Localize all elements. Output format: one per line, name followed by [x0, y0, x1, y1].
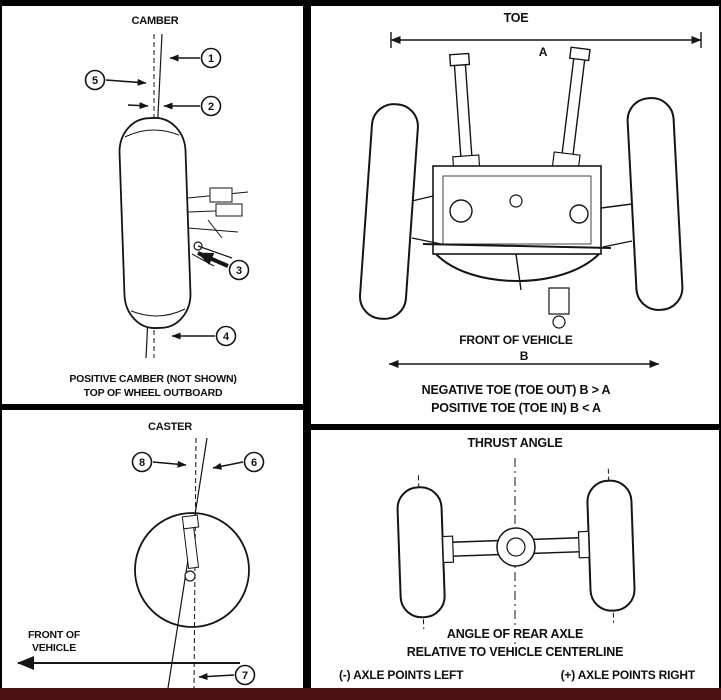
thrust-title: THRUST ANGLE: [467, 436, 562, 450]
toe-right-strut: [551, 46, 591, 172]
left-axle-flange: [441, 535, 455, 564]
caster-diagram: CASTER 8 6: [17, 421, 265, 688]
thrust-angle-diagram: THRUST ANGLE ANGLE OF REAR AXLE RELATIVE…: [339, 436, 696, 682]
camber-callout-2: 2: [127, 95, 222, 117]
camber-caption-line2: TOP OF WHEEL OUTBOARD: [84, 387, 223, 399]
thrust-right-tire: [586, 479, 636, 612]
bottom-color-bar: [0, 688, 721, 700]
camber-callout-1: 1: [169, 47, 222, 69]
thrust-caption-right: (+) AXLE POINTS RIGHT: [561, 668, 696, 682]
toe-title: TOE: [504, 11, 529, 25]
caster-front-label-line1: FRONT OF: [28, 629, 81, 641]
svg-text:5: 5: [92, 75, 98, 87]
camber-callout-5: 5: [84, 69, 147, 91]
toe-front-of-vehicle-label: FRONT OF VEHICLE: [459, 333, 573, 347]
caster-front-label-line2: VEHICLE: [32, 642, 76, 654]
camber-suspension-sketch: [187, 187, 249, 267]
svg-text:4: 4: [223, 331, 230, 343]
svg-text:6: 6: [251, 457, 257, 469]
thrust-caption-line1: ANGLE OF REAR AXLE: [447, 627, 583, 641]
svg-text:8: 8: [139, 457, 145, 469]
camber-panel: CAMBER: [2, 6, 303, 404]
camber-callout-3: 3: [197, 251, 250, 281]
toe-left-tire: [359, 103, 419, 320]
differential-housing: [496, 527, 536, 567]
caster-wheel: [134, 512, 250, 628]
right-axle-flange: [577, 530, 590, 559]
camber-callout-4: 4: [171, 325, 237, 347]
differential-cover: [506, 537, 526, 557]
caster-callout-6: 6: [212, 451, 265, 473]
toe-dim-a-label: A: [539, 45, 548, 59]
svg-text:1: 1: [208, 53, 214, 65]
toe-dimension-a: A: [390, 32, 702, 59]
toe-crossmember: [411, 165, 633, 329]
svg-text:7: 7: [242, 670, 248, 682]
thrust-caption-left: (-) AXLE POINTS LEFT: [339, 668, 464, 682]
caster-callout-7: 7: [198, 664, 256, 686]
thrust-left-tire: [396, 486, 446, 619]
caster-callout-8: 8: [131, 451, 187, 473]
svg-text:3: 3: [236, 265, 242, 277]
toe-panel: TOE A: [311, 6, 719, 424]
toe-diagram: TOE A: [359, 11, 702, 415]
toe-dimension-b: B: [388, 349, 660, 368]
toe-dim-b-label: B: [520, 349, 529, 363]
camber-title: CAMBER: [131, 15, 178, 27]
rear-axle-assembly: [396, 468, 636, 630]
toe-caption-line2: POSITIVE TOE (TOE IN) B < A: [431, 401, 601, 415]
thrust-caption-line2: RELATIVE TO VEHICLE CENTERLINE: [407, 645, 623, 659]
thrust-angle-panel: THRUST ANGLE ANGLE OF REAR AXLE RELATIVE…: [311, 430, 719, 688]
svg-text:2: 2: [208, 101, 214, 113]
caster-panel: CASTER 8 6: [2, 410, 303, 688]
caster-title: CASTER: [148, 421, 192, 433]
camber-diagram: CAMBER: [69, 15, 250, 399]
camber-caption-line1: POSITIVE CAMBER (NOT SHOWN): [69, 373, 236, 385]
toe-caption-line1: NEGATIVE TOE (TOE OUT) B > A: [422, 383, 611, 397]
toe-left-strut: [448, 52, 481, 174]
toe-right-tire: [626, 97, 684, 311]
camber-tire: [118, 117, 192, 329]
